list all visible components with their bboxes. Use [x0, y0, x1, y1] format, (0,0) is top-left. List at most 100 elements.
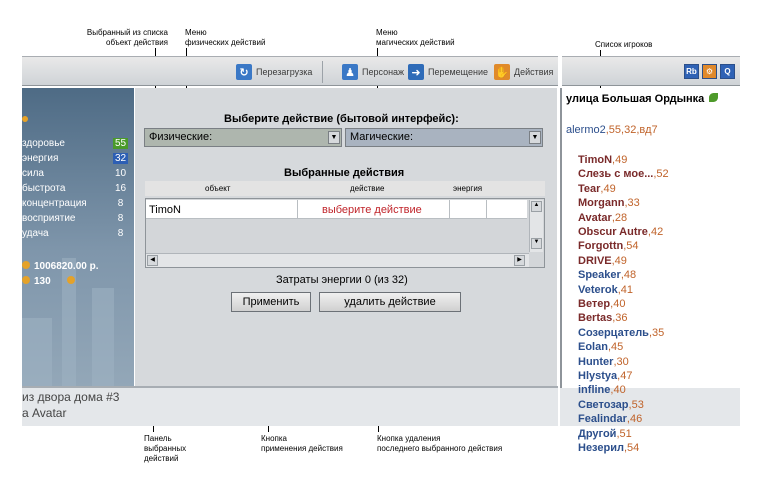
stat-value: 55 [113, 138, 128, 149]
crystals-value: 130 [34, 276, 51, 287]
chat-line: из двора дома #3 [22, 390, 120, 404]
player-list-item[interactable]: TimoN,49 [578, 154, 627, 166]
background-building [22, 318, 52, 386]
player-level: ,51 [616, 427, 632, 440]
player-list-item[interactable]: Hunter,30 [578, 356, 629, 368]
crystal-shop-icon[interactable] [67, 276, 76, 284]
annotation-selected-panel: Панель выбранных действий [144, 434, 187, 463]
player-name: Незерил [578, 442, 624, 454]
apply-button[interactable]: Применить [231, 292, 311, 312]
player-list-item[interactable]: Созерцатель,35 [578, 327, 664, 339]
player-list-item[interactable]: Obscur Autre,42 [578, 226, 663, 238]
annotation-players-list: Список игроков [595, 40, 653, 49]
player-list-item[interactable]: Fealindar,46 [578, 413, 642, 425]
scroll-left-icon[interactable]: ◀ [147, 255, 158, 266]
horizontal-scrollbar[interactable]: ◀ ▶ [146, 253, 529, 267]
vertical-scrollbar[interactable]: ▲ ▼ [529, 200, 543, 252]
reload-button[interactable]: ↻ Перезагрузка [236, 64, 312, 80]
self-player-info: ,55,32,вд7 [605, 124, 658, 136]
table-row[interactable]: TimoN выберите действие [146, 200, 527, 219]
player-name: Слезь с мое... [578, 168, 654, 181]
physical-actions-select[interactable]: Физические: ▼ [144, 128, 342, 147]
player-list-item[interactable]: Forgottn,54 [578, 240, 639, 252]
player-list-item[interactable]: Eolan,45 [578, 341, 623, 353]
stat-value: 8 [117, 213, 124, 224]
player-list-item[interactable]: Ветер,40 [578, 298, 625, 310]
player-list-item[interactable]: Bertas,36 [578, 312, 628, 324]
player-level: ,40 [610, 298, 626, 310]
player-level: ,30 [613, 355, 629, 368]
location-title: улица Большая Ордынка [566, 93, 719, 105]
character-label: Персонаж [362, 67, 405, 77]
player-level: ,28 [611, 211, 628, 224]
stat-label: восприятие [22, 213, 76, 224]
stat-concentration: концентрация 8 [22, 198, 128, 212]
chevron-down-icon[interactable]: ▼ [529, 131, 541, 144]
cell-divider [486, 200, 487, 219]
scroll-right-icon[interactable]: ▶ [514, 255, 525, 266]
reload-label: Перезагрузка [256, 67, 313, 77]
player-level: ,42 [647, 226, 664, 238]
chevron-down-icon[interactable]: ▼ [328, 131, 340, 144]
player-list-item[interactable]: Avatar,28 [578, 212, 627, 224]
self-player[interactable]: alermo2,55,32,вд7 [566, 124, 658, 136]
player-list-item[interactable]: Morgann,33 [578, 197, 640, 209]
player-list-item[interactable]: Слезь с мое...,52 [578, 168, 669, 180]
stat-speed: быстрота 16 [22, 183, 128, 197]
move-label: Перемещение [428, 67, 488, 77]
coin-icon [22, 261, 30, 269]
player-list-item[interactable]: Veterok,41 [578, 284, 633, 296]
quit-button[interactable]: Q [720, 64, 735, 79]
player-level: ,41 [617, 283, 634, 296]
move-icon: ➜ [408, 64, 424, 80]
player-name: Другой [578, 427, 617, 440]
player-level: ,49 [611, 254, 627, 267]
player-list-item[interactable]: Светозар,53 [578, 399, 644, 411]
cell-divider [449, 200, 450, 219]
player-name: Fealindar [578, 413, 627, 426]
player-level: ,48 [620, 269, 637, 282]
character-stats-panel: здоровье 55 энергия 32 сила 10 быстрота … [22, 88, 134, 386]
magic-actions-select[interactable]: Магические: ▼ [345, 128, 543, 147]
scroll-up-icon[interactable]: ▲ [531, 201, 542, 212]
character-icon: ♟ [342, 64, 358, 80]
player-name: Bertas [578, 312, 613, 325]
chat-strip: из двора дома #3 а Avatar [22, 386, 558, 426]
player-list-item[interactable]: Другой,51 [578, 428, 632, 440]
money-display: 1006820.00 р. [22, 261, 99, 272]
player-level: ,45 [607, 341, 624, 354]
player-name: Созерцатель [578, 326, 649, 339]
physical-select-value: Физические: [149, 131, 213, 143]
stat-value: 16 [114, 183, 127, 194]
selected-actions-title: Выбранные действия [284, 167, 405, 179]
row-action: выберите действие [322, 204, 422, 216]
player-list-item[interactable]: Незерил,54 [578, 442, 639, 454]
stat-value: 8 [117, 198, 124, 209]
player-level: ,36 [612, 312, 628, 325]
chat-line: а Avatar [22, 406, 67, 420]
player-name: Obscur Autre [578, 226, 648, 238]
stat-label: здоровье [22, 138, 65, 149]
move-button[interactable]: ➜ Перемещение [408, 64, 488, 80]
stat-label: энергия [22, 153, 59, 164]
player-list-item[interactable]: DRIVE,49 [578, 255, 627, 267]
player-name: Eolan [578, 341, 608, 354]
rb-button[interactable]: Rb [684, 64, 699, 79]
toolbar-divider [322, 61, 323, 83]
right-toolbar: Rb ⚙ Q [562, 56, 740, 86]
scroll-down-icon[interactable]: ▼ [531, 238, 542, 249]
actions-button[interactable]: ✋ Действия [494, 64, 553, 80]
delete-action-button[interactable]: удалить действие [319, 292, 461, 312]
player-list-item[interactable]: Tear,49 [578, 183, 616, 195]
player-level: ,33 [624, 197, 640, 210]
player-name: Tear [578, 182, 601, 195]
player-list-item[interactable]: Speaker,48 [578, 269, 636, 281]
player-list-item[interactable]: infline,40 [578, 384, 626, 396]
player-list-item[interactable]: Hlystya,47 [578, 370, 632, 382]
column-object: объект [205, 184, 231, 193]
player-name: Ветер [578, 298, 611, 310]
players-list-panel: улица Большая Ордынка alermo2,55,32,вд7 … [560, 88, 740, 454]
settings-button[interactable]: ⚙ [702, 64, 717, 79]
self-player-name: alermo2 [566, 124, 606, 136]
character-button[interactable]: ♟ Персонаж [342, 64, 404, 80]
